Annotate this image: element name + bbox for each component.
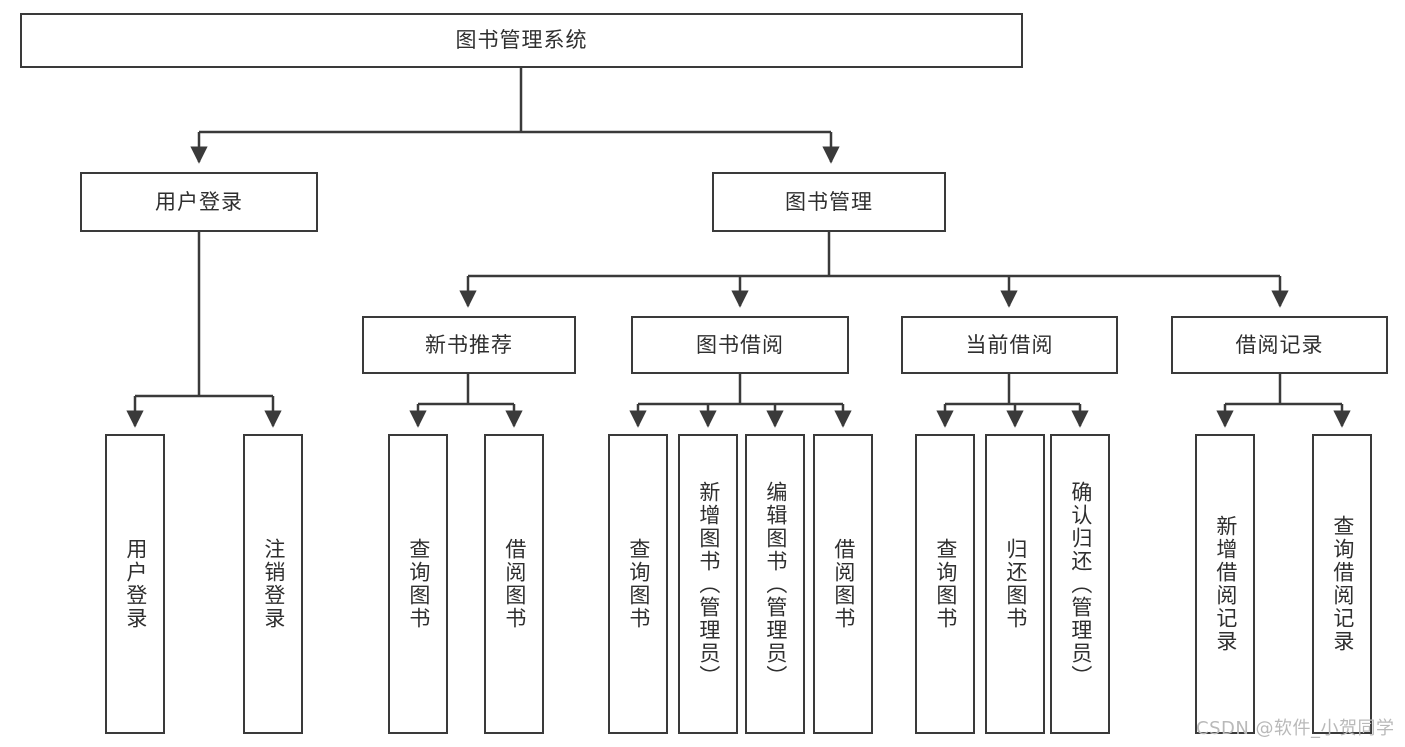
node-book-borrow-label: 图书借阅	[696, 332, 784, 357]
node-root[interactable]: 图书管理系统	[20, 13, 1023, 68]
node-book-borrow[interactable]: 图书借阅	[631, 316, 849, 374]
node-leaf-query-book-3[interactable]: 查询图书	[915, 434, 975, 734]
node-leaf-confirm-return[interactable]: 确认归还（管理员）	[1050, 434, 1110, 734]
node-leaf-return-book-label: 归还图书	[1003, 538, 1028, 630]
node-book-manage-label: 图书管理	[785, 189, 873, 214]
node-leaf-borrow-book-1[interactable]: 借阅图书	[484, 434, 544, 734]
node-new-book-recommend-label: 新书推荐	[425, 332, 513, 357]
node-leaf-borrow-book-1-label: 借阅图书	[502, 538, 527, 630]
node-user-login[interactable]: 用户登录	[80, 172, 318, 232]
node-leaf-edit-book-label: 编辑图书（管理员）	[763, 480, 788, 688]
node-borrow-record-label: 借阅记录	[1235, 332, 1324, 357]
node-leaf-borrow-book-2[interactable]: 借阅图书	[813, 434, 873, 734]
node-leaf-logout[interactable]: 注销登录	[243, 434, 303, 734]
node-leaf-query-book-2[interactable]: 查询图书	[608, 434, 668, 734]
node-leaf-user-login-label: 用户登录	[123, 538, 148, 630]
node-root-label: 图书管理系统	[455, 28, 588, 52]
node-leaf-add-book-label: 新增图书（管理员）	[696, 480, 721, 688]
node-leaf-user-login[interactable]: 用户登录	[105, 434, 165, 734]
node-leaf-query-record[interactable]: 查询借阅记录	[1312, 434, 1372, 734]
node-leaf-borrow-book-2-label: 借阅图书	[831, 538, 856, 630]
node-leaf-add-record[interactable]: 新增借阅记录	[1195, 434, 1255, 734]
watermark-text: CSDN @软件_小贺同学	[1196, 718, 1395, 739]
node-leaf-logout-label: 注销登录	[261, 538, 286, 630]
node-user-login-label: 用户登录	[155, 189, 243, 214]
node-leaf-add-book[interactable]: 新增图书（管理员）	[678, 434, 738, 734]
node-borrow-record[interactable]: 借阅记录	[1171, 316, 1388, 374]
node-leaf-query-book-2-label: 查询图书	[626, 538, 651, 630]
node-leaf-edit-book[interactable]: 编辑图书（管理员）	[745, 434, 805, 734]
node-current-borrow[interactable]: 当前借阅	[901, 316, 1118, 374]
node-leaf-query-record-label: 查询借阅记录	[1330, 515, 1355, 653]
node-leaf-return-book[interactable]: 归还图书	[985, 434, 1045, 734]
node-leaf-query-book-1-label: 查询图书	[406, 538, 431, 630]
node-leaf-confirm-return-label: 确认归还（管理员）	[1068, 480, 1093, 688]
node-current-borrow-label: 当前借阅	[965, 332, 1054, 357]
node-leaf-query-book-1[interactable]: 查询图书	[388, 434, 448, 734]
node-leaf-query-book-3-label: 查询图书	[933, 538, 958, 630]
node-leaf-add-record-label: 新增借阅记录	[1213, 515, 1238, 653]
node-book-manage[interactable]: 图书管理	[712, 172, 946, 232]
node-new-book-recommend[interactable]: 新书推荐	[362, 316, 576, 374]
